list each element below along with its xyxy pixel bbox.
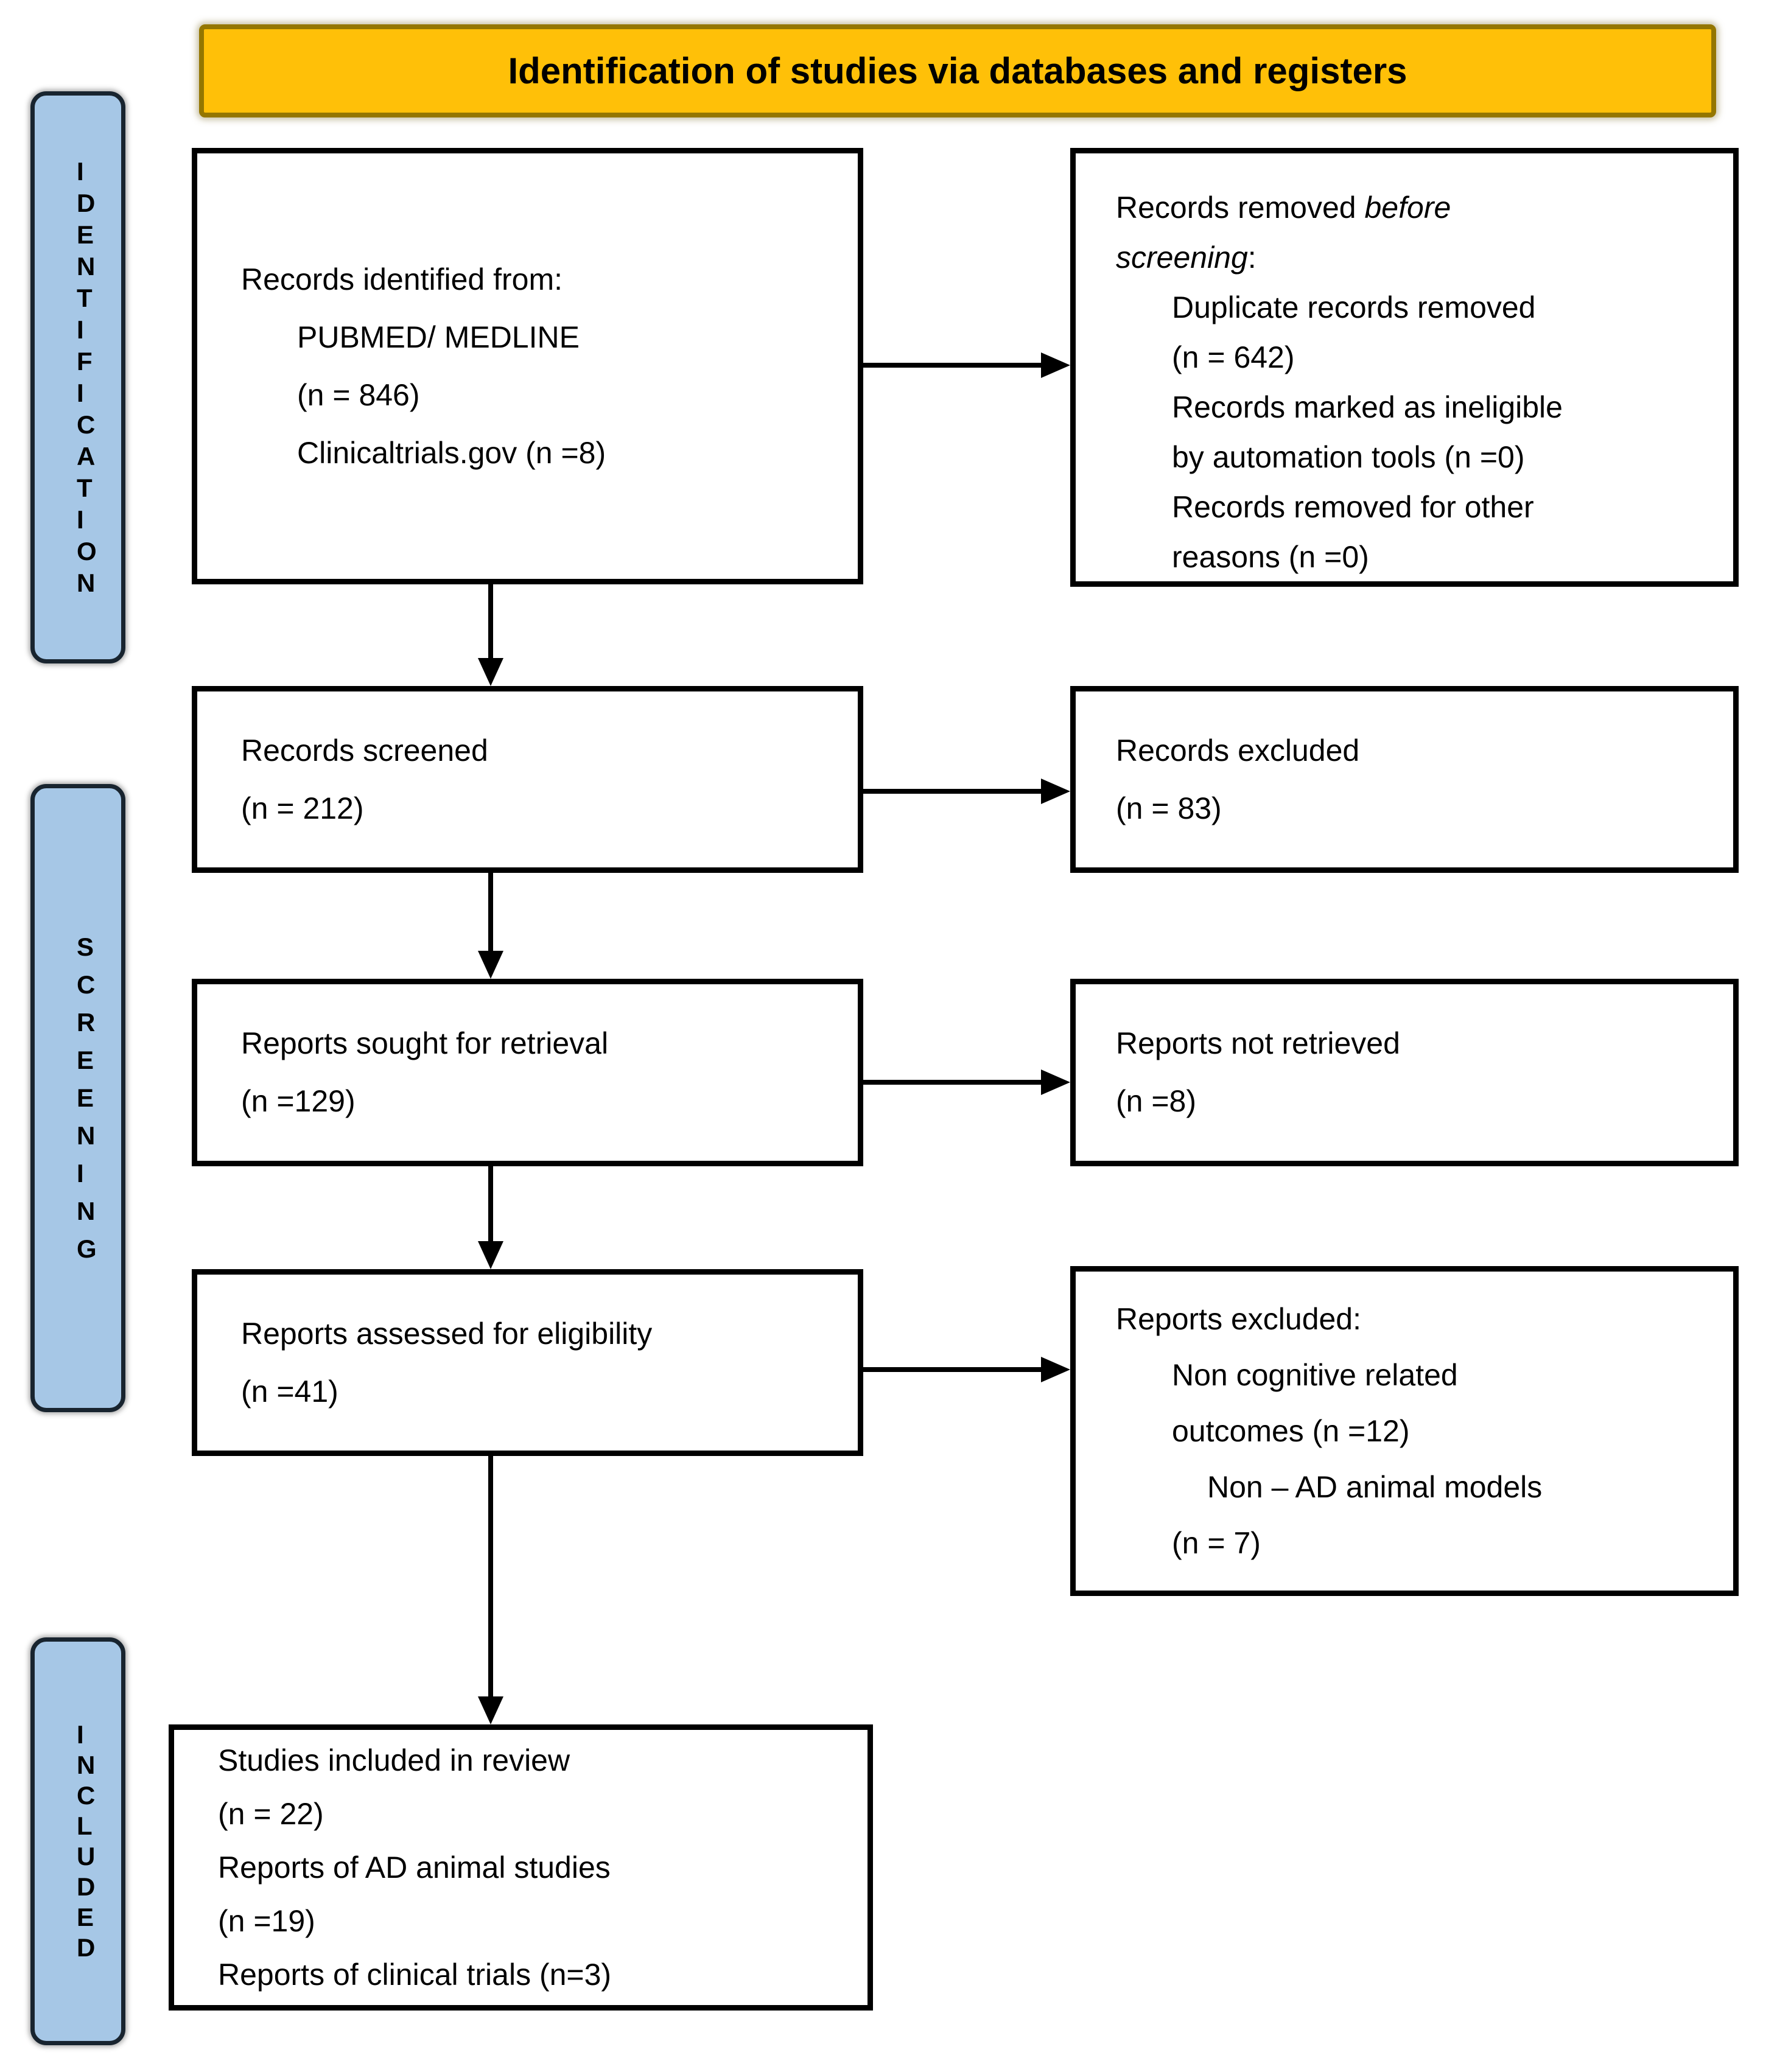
diagram-title: Identification of studies via databases …	[508, 51, 1407, 91]
records-removed-title-line1: Records removed before	[1116, 183, 1723, 233]
reports-excluded-reason1-line1: Non cognitive related	[1172, 1358, 1458, 1392]
stage-identification: IDENTIFICATION	[30, 91, 125, 663]
records-screened-line2: (n = 212)	[241, 791, 364, 825]
studies-included-line5: Reports of clinical trials (n=3)	[218, 1958, 612, 1992]
arrow-sought-to-not-retrieved-head	[1041, 1069, 1070, 1095]
reports-excluded-reason2-line2: (n = 7)	[1172, 1526, 1261, 1560]
records-removed-title-line2-suffix: :	[1247, 240, 1257, 275]
arrow-screened-to-excluded-line	[863, 789, 1042, 794]
arrow-assessed-to-excluded-line	[863, 1367, 1042, 1372]
reports-excluded-reason1-line2: outcomes (n =12)	[1172, 1414, 1410, 1448]
reports-not-retrieved-line2: (n =8)	[1116, 1084, 1197, 1118]
box-records-removed: Records removed before screening: Duplic…	[1070, 148, 1739, 587]
reports-excluded-title: Reports excluded:	[1116, 1302, 1362, 1336]
box-records-screened: Records screened (n = 212)	[192, 686, 863, 873]
box-reports-sought: Reports sought for retrieval (n =129)	[192, 979, 863, 1166]
records-screened-line1: Records screened	[241, 733, 488, 768]
records-removed-title-italic: before	[1364, 191, 1451, 225]
reports-assessed-line2: (n =41)	[241, 1374, 338, 1409]
arrow-identified-to-screened-head	[478, 658, 503, 686]
stage-included-label: INCLUDED	[77, 1720, 96, 1962]
arrow-assessed-to-excluded-head	[1041, 1357, 1070, 1382]
arrow-screened-to-sought-head	[478, 951, 503, 979]
box-reports-assessed: Reports assessed for eligibility (n =41)	[192, 1269, 863, 1456]
studies-included-line3: Reports of AD animal studies	[218, 1850, 611, 1885]
reports-excluded-reason2-line1: Non – AD animal models	[1207, 1470, 1543, 1504]
diagram-title-banner: Identification of studies via databases …	[199, 24, 1716, 117]
arrow-screened-to-excluded-head	[1041, 779, 1070, 804]
reports-assessed-line1: Reports assessed for eligibility	[241, 1316, 653, 1351]
records-removed-reason2-line1: Records marked as ineligible	[1172, 390, 1563, 424]
records-identified-source1: PUBMED/ MEDLINE	[297, 320, 580, 354]
stage-identification-label: IDENTIFICATION	[77, 157, 97, 597]
reports-not-retrieved-line1: Reports not retrieved	[1116, 1026, 1400, 1060]
studies-included-line1: Studies included in review	[218, 1743, 570, 1777]
box-records-excluded: Records excluded (n = 83)	[1070, 686, 1739, 873]
records-identified-source1-n: (n = 846)	[297, 377, 420, 412]
reports-sought-line2: (n =129)	[241, 1084, 356, 1118]
records-removed-title-normal: Records removed	[1116, 191, 1365, 225]
stage-screening: SCREENING	[30, 784, 125, 1412]
arrow-assessed-to-included-head	[478, 1696, 503, 1724]
records-identified-source2: Clinicaltrials.gov (n =8)	[297, 435, 606, 470]
records-identified-title: Records identified from:	[241, 262, 563, 296]
records-excluded-line2: (n = 83)	[1116, 791, 1222, 825]
stage-screening-label: SCREENING	[77, 933, 97, 1263]
arrow-sought-to-assessed-line	[488, 1166, 493, 1244]
arrow-assessed-to-included-line	[488, 1456, 493, 1699]
arrow-identified-to-removed-line	[863, 363, 1042, 368]
box-records-identified: Records identified from: PUBMED/ MEDLINE…	[192, 148, 863, 584]
records-excluded-line1: Records excluded	[1116, 733, 1360, 768]
records-removed-title-line2: screening:	[1116, 233, 1723, 282]
arrow-identified-to-removed-head	[1041, 352, 1070, 378]
records-removed-reason3-line2: reasons (n =0)	[1172, 540, 1369, 574]
reports-sought-line1: Reports sought for retrieval	[241, 1026, 609, 1060]
records-removed-reason3-line1: Records removed for other	[1172, 490, 1534, 524]
arrow-screened-to-sought-line	[488, 873, 493, 953]
box-reports-excluded: Reports excluded: Non cognitive related …	[1070, 1266, 1739, 1596]
stage-included: INCLUDED	[30, 1637, 125, 2045]
arrow-identified-to-screened-line	[488, 584, 493, 660]
box-reports-not-retrieved: Reports not retrieved (n =8)	[1070, 979, 1739, 1166]
records-removed-reason2-line2: by automation tools (n =0)	[1172, 440, 1525, 474]
studies-included-line4: (n =19)	[218, 1904, 315, 1938]
records-removed-reason1-line2: (n = 642)	[1172, 340, 1295, 374]
studies-included-line2: (n = 22)	[218, 1797, 324, 1831]
records-removed-reason1-line1: Duplicate records removed	[1172, 290, 1536, 324]
arrow-sought-to-not-retrieved-line	[863, 1080, 1042, 1085]
arrow-sought-to-assessed-head	[478, 1241, 503, 1269]
records-removed-title-line2-italic: screening	[1116, 240, 1248, 275]
box-studies-included: Studies included in review (n = 22) Repo…	[169, 1724, 873, 2011]
